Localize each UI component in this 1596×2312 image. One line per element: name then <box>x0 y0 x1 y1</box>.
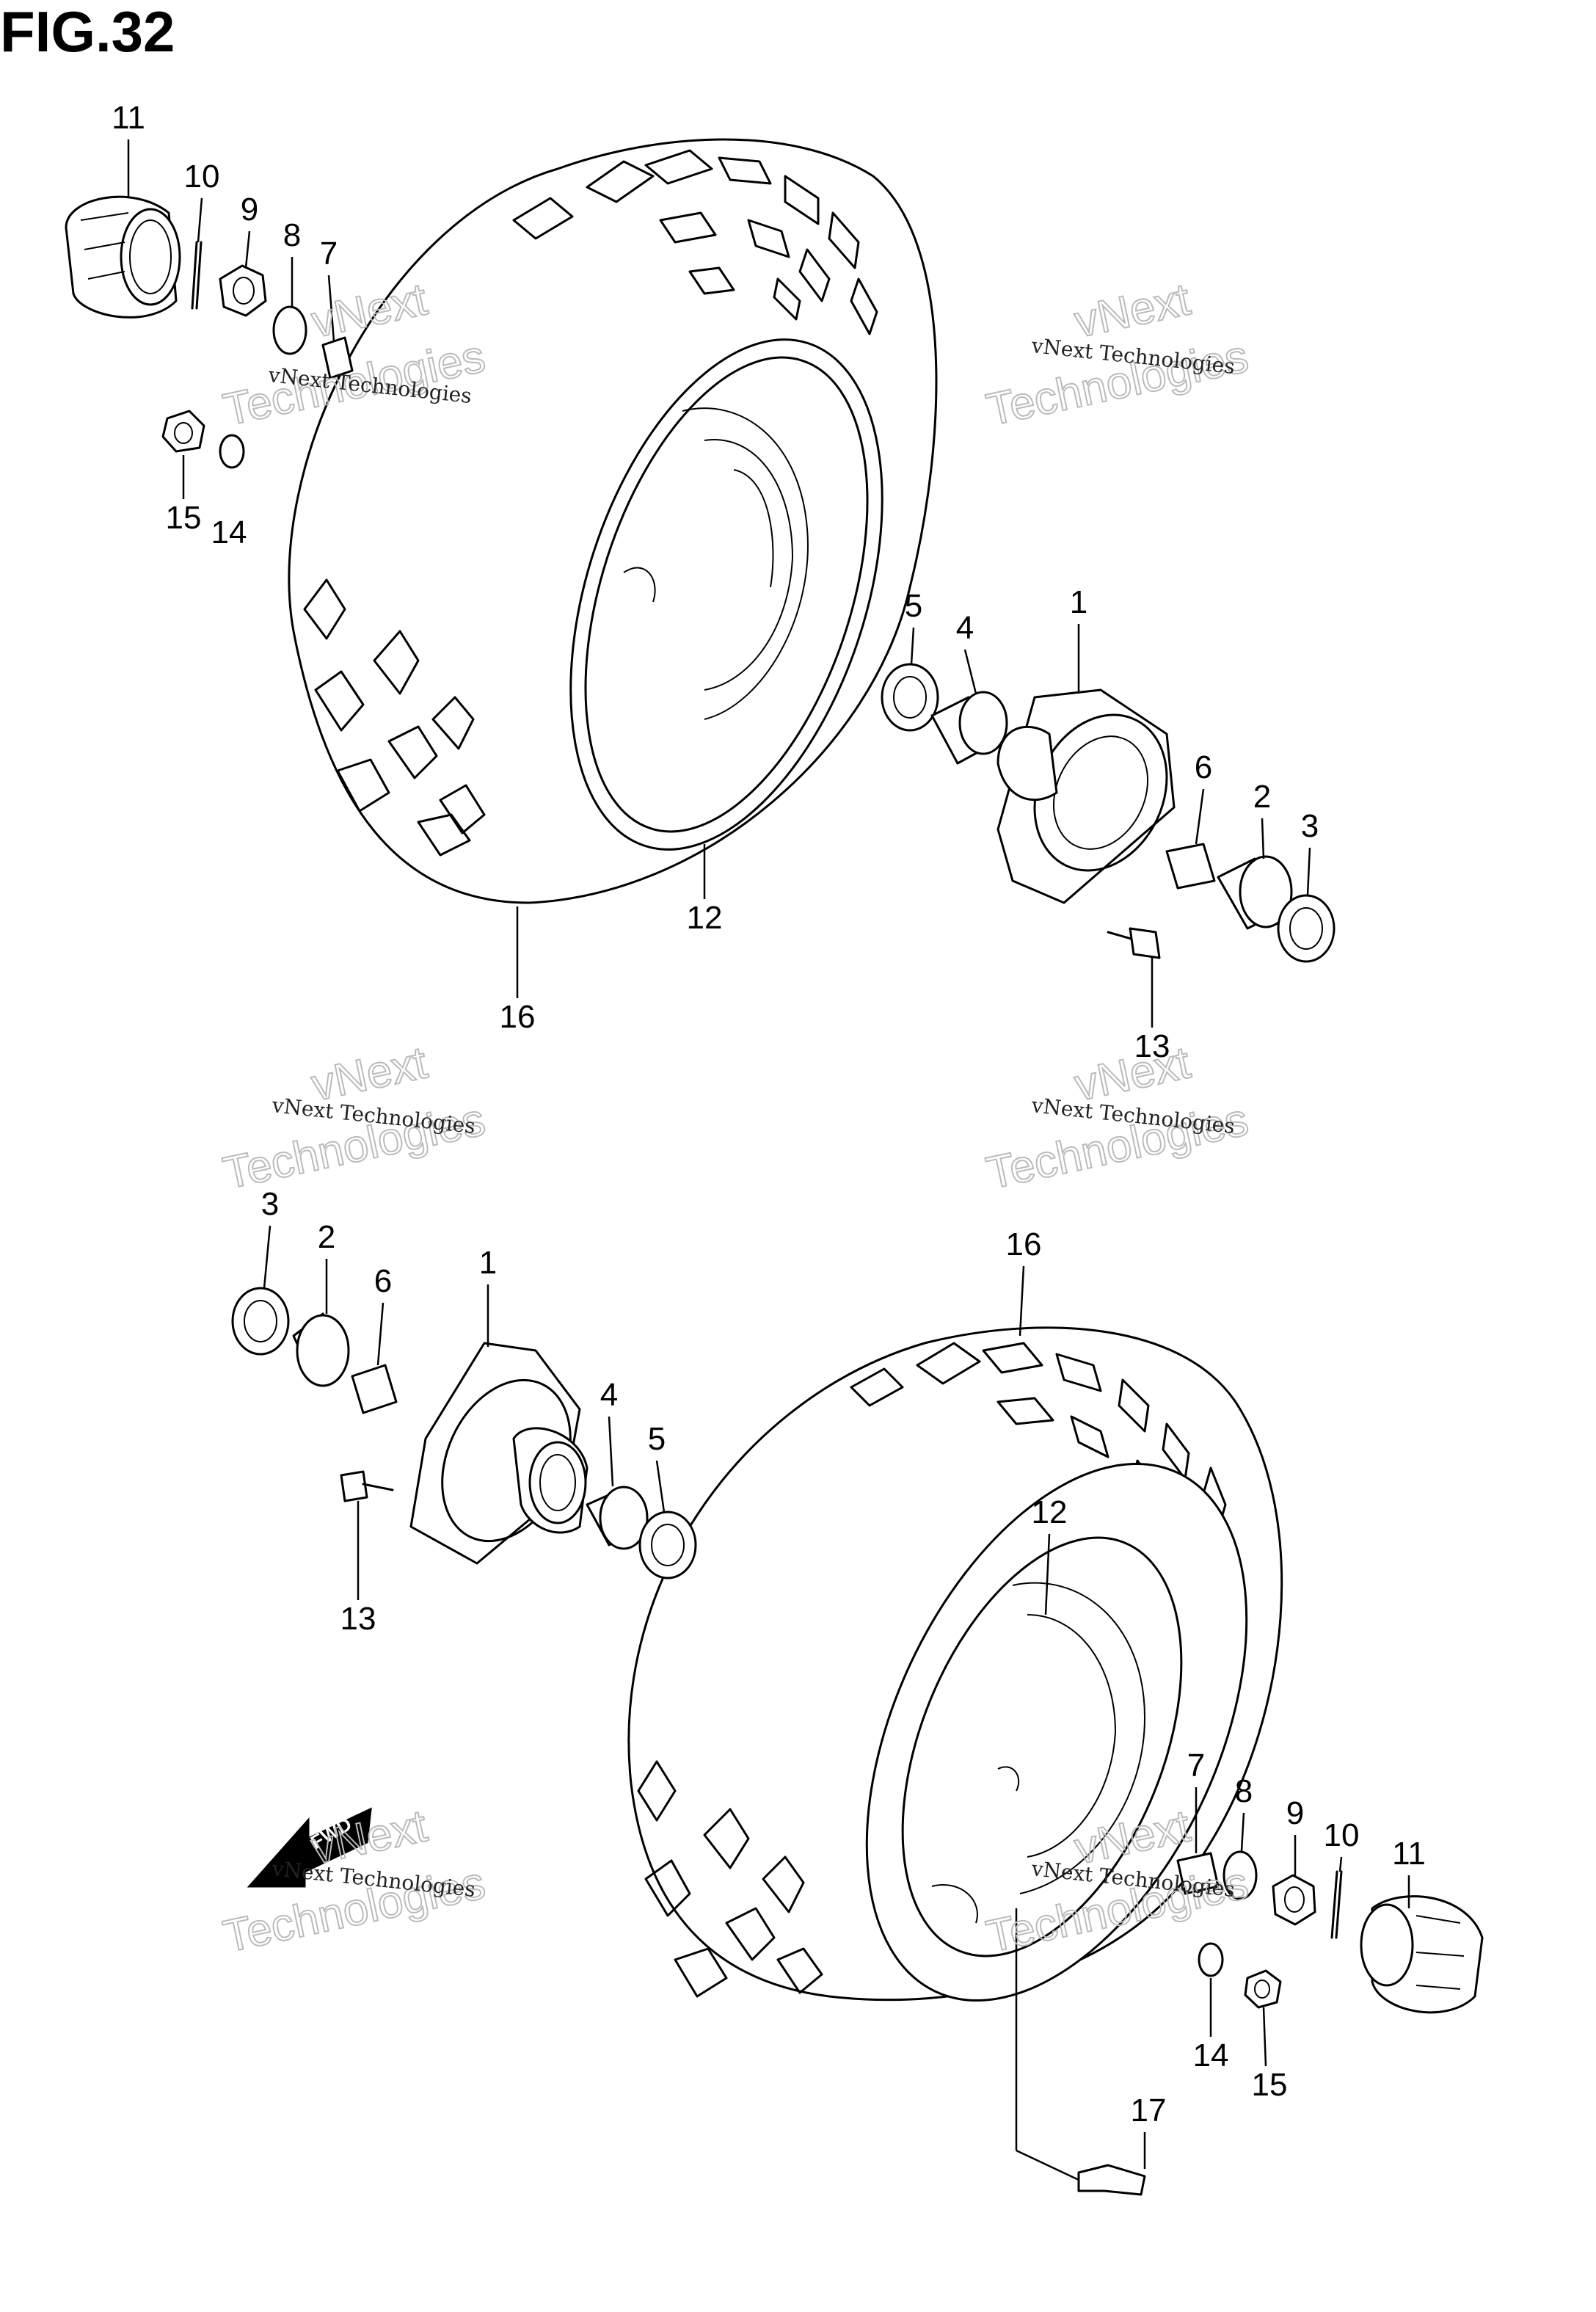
upper-washer <box>272 305 307 355</box>
upper-spacer <box>321 336 354 379</box>
callout-10-lower: 10 <box>1324 1817 1360 1853</box>
upper-spacer-6 <box>1165 843 1216 890</box>
lower-seal-3 <box>231 1287 290 1356</box>
upper-hub-cap <box>65 195 181 319</box>
callout-6-lower: 6 <box>374 1263 392 1299</box>
callout-12: 12 <box>687 900 723 936</box>
callout-10: 10 <box>184 159 220 195</box>
upper-cotter-pin <box>191 241 203 310</box>
lower-bearing-2 <box>292 1312 350 1387</box>
lower-bearing-5 <box>638 1511 697 1579</box>
lower-spacer-4 <box>586 1486 649 1550</box>
forward-arrow-icon: FWD <box>247 1807 372 1888</box>
callout-6: 6 <box>1195 749 1212 785</box>
callout-17-lower: 17 <box>1131 2093 1167 2129</box>
callout-16-lower: 16 <box>1006 1226 1042 1262</box>
callout-13-lower: 13 <box>340 1601 376 1637</box>
upper-washer-14 <box>219 434 245 469</box>
lower-hub-cap-11 <box>1360 1895 1484 2014</box>
callout-4-lower: 4 <box>600 1377 618 1413</box>
upper-bearing-5 <box>881 663 939 732</box>
callout-7-lower: 7 <box>1187 1748 1205 1784</box>
upper-wheel-rim <box>569 338 883 851</box>
callout-3: 3 <box>1301 808 1319 844</box>
lower-tread-blocks <box>637 1342 1227 1998</box>
lower-tire <box>627 1326 1283 2002</box>
callout-7: 7 <box>320 236 338 272</box>
lower-washer-14 <box>1198 1942 1224 1977</box>
upper-callouts: 11 10 9 8 7 15 14 5 4 1 6 2 3 12 <box>112 100 1319 1064</box>
callout-1: 1 <box>1070 584 1087 620</box>
lower-assembly: 3 2 6 1 4 5 13 16 12 7 8 9 10 1 <box>231 1186 1484 2196</box>
lower-wheel-hub <box>409 1342 589 1565</box>
callout-8-lower: 8 <box>1235 1773 1253 1809</box>
callout-5: 5 <box>905 588 922 624</box>
upper-castle-nut <box>219 264 267 317</box>
callout-3-lower: 3 <box>261 1186 279 1222</box>
upper-tire <box>288 138 938 904</box>
watermark-2: Technologies vNext vNext Technologies <box>982 273 1253 436</box>
upper-tread-blocks <box>303 149 878 857</box>
lower-cotter-pin-10 <box>1330 1870 1343 1939</box>
lower-castle-nut-9 <box>1272 1874 1316 1926</box>
upper-bearing-2 <box>1217 855 1293 930</box>
lower-spacer-6 <box>351 1364 398 1414</box>
callout-12-lower: 12 <box>1032 1494 1068 1530</box>
upper-bolt-13 <box>1107 927 1161 959</box>
callout-9: 9 <box>241 192 258 228</box>
callout-2-lower: 2 <box>318 1219 335 1255</box>
watermark-3: Technologies vNext vNext Technologies <box>219 1036 490 1199</box>
callout-4: 4 <box>956 610 974 646</box>
lower-nut-15 <box>1244 1969 1282 2009</box>
callout-15-lower: 15 <box>1252 2067 1288 2103</box>
lower-bolt-13 <box>340 1470 394 1502</box>
callout-1-lower: 1 <box>479 1245 497 1281</box>
callout-15: 15 <box>166 500 202 536</box>
callout-8: 8 <box>283 217 301 253</box>
upper-assembly: 11 10 9 8 7 15 14 5 4 1 6 2 3 12 <box>65 100 1336 1064</box>
callout-5-lower: 5 <box>648 1421 666 1457</box>
lower-washer-8 <box>1222 1850 1258 1900</box>
upper-seal-3 <box>1277 894 1336 963</box>
upper-nut-15 <box>161 410 205 453</box>
figure-title: FIG.32 <box>0 0 175 64</box>
upper-wheel-hub <box>996 688 1176 904</box>
callout-9-lower: 9 <box>1286 1795 1304 1831</box>
lower-valve-stem-17 <box>1015 1908 1146 2196</box>
callout-14-lower: 14 <box>1193 2037 1229 2073</box>
callout-16: 16 <box>500 999 536 1035</box>
watermark-4: Technologies vNext vNext Technologies <box>982 1036 1253 1199</box>
callout-14: 14 <box>211 515 247 550</box>
svg-text:vNext: vNext <box>307 274 431 347</box>
callout-11: 11 <box>112 100 145 136</box>
lower-callouts: 3 2 6 1 4 5 13 16 12 7 8 9 10 1 <box>261 1186 1426 2169</box>
upper-spacer-4 <box>930 691 1008 765</box>
svg-text:vNext: vNext <box>1071 274 1195 347</box>
lower-wheel-rim <box>865 1463 1248 2002</box>
callout-13: 13 <box>1134 1028 1170 1064</box>
callout-2: 2 <box>1253 779 1271 815</box>
callout-11-lower: 11 <box>1392 1836 1426 1872</box>
lower-spacer-7 <box>1176 1852 1220 1895</box>
